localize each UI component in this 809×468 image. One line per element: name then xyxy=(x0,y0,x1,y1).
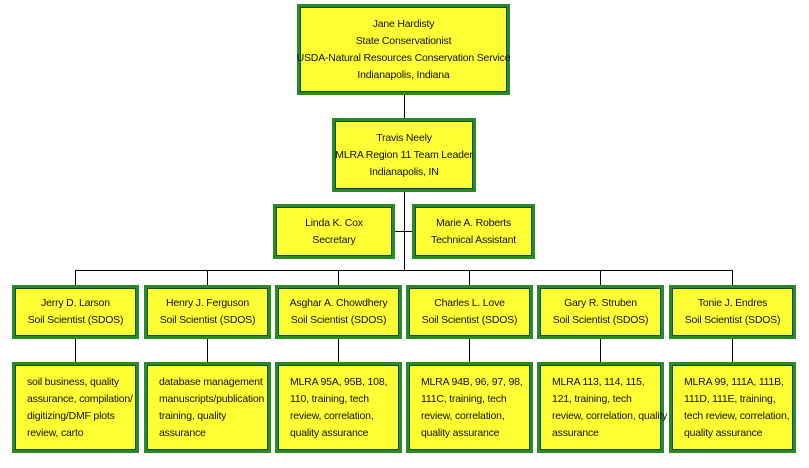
duty-line: review, correlation, xyxy=(290,409,374,422)
duty-line: review, correlation, quality xyxy=(552,409,668,422)
node-line: Soil Scientist (SDOS) xyxy=(684,314,781,326)
node-secretary: Linda K. Cox Secretary xyxy=(273,204,395,259)
duty-line: review, correlation, xyxy=(421,409,505,422)
duty-line: review, carto xyxy=(27,426,84,439)
node-duties-3: MLRA 95A, 95B, 108, 110, training, tech … xyxy=(275,362,402,453)
node-line: State Conservationist xyxy=(355,34,452,47)
node-scientist-6: Tonie J. Endres Soil Scientist (SDOS) xyxy=(669,285,796,339)
node-duties-1: soil business, quality assurance, compil… xyxy=(12,362,139,453)
node-line: Jane Hardisty xyxy=(372,17,435,30)
duty-line: assurance xyxy=(159,426,206,439)
node-line: Henry J. Ferguson xyxy=(166,297,249,309)
duty-line: tech review, correlation, xyxy=(684,409,790,422)
node-line: Tonie J. Endres xyxy=(697,297,768,309)
duty-line: training, quality xyxy=(159,409,227,422)
duty-line: MLRA 94B, 96, 97, 98, xyxy=(421,375,523,388)
node-line: Charles L. Love xyxy=(434,297,505,309)
node-scientist-1: Jerry D. Larson Soil Scientist (SDOS) xyxy=(12,285,139,339)
node-line: Indianapolis, IN xyxy=(369,165,439,178)
node-line: Soil Scientist (SDOS) xyxy=(290,314,387,326)
duty-line: quality assurance xyxy=(421,426,500,439)
node-team-leader: Travis Neely MLRA Region 11 Team Leader … xyxy=(332,118,476,192)
node-scientist-3: Asghar A. Chowdhery Soil Scientist (SDOS… xyxy=(275,285,402,339)
duty-line: 111C, training, tech xyxy=(421,392,507,405)
node-line: Soil Scientist (SDOS) xyxy=(159,314,256,326)
duty-line: assurance, compilation/ xyxy=(27,392,133,405)
node-line: USDA-Natural Resources Conservation Serv… xyxy=(296,51,511,64)
duty-line: quality assurance xyxy=(290,426,369,439)
duty-line: MLRA 95A, 95B, 108, xyxy=(290,375,388,388)
node-line: Jerry D. Larson xyxy=(41,297,110,309)
node-scientist-5: Gary R. Struben Soil Scientist (SDOS) xyxy=(537,285,664,339)
node-line: Soil Scientist (SDOS) xyxy=(552,314,649,326)
node-state-conservationist: Jane Hardisty State Conservationist USDA… xyxy=(296,4,511,95)
node-technical-assistant: Marie A. Roberts Technical Assistant xyxy=(412,204,535,259)
duty-line: quality assurance xyxy=(684,426,763,439)
duty-line: MLRA 99, 111A, 111B, xyxy=(684,375,784,388)
node-line: Secretary xyxy=(312,233,356,246)
node-line: Gary R. Struben xyxy=(564,297,637,309)
node-line: Marie A. Roberts xyxy=(436,216,511,229)
duty-line: digitizing/DMF plots xyxy=(27,409,115,422)
node-line: Asghar A. Chowdhery xyxy=(289,297,388,309)
node-line: Soil Scientist (SDOS) xyxy=(421,314,518,326)
duty-line: 110, training, tech xyxy=(290,392,369,405)
node-duties-5: MLRA 113, 114, 115, 121, training, tech … xyxy=(537,362,668,453)
node-line: Travis Neely xyxy=(376,131,432,144)
duty-line: MLRA 113, 114, 115, xyxy=(552,375,645,388)
node-line: Technical Assistant xyxy=(431,233,516,246)
node-line: MLRA Region 11 Team Leader xyxy=(335,148,473,161)
node-line: Linda K. Cox xyxy=(305,216,363,229)
node-duties-4: MLRA 94B, 96, 97, 98, 111C, training, te… xyxy=(406,362,533,453)
node-duties-2: database management manuscripts/publicat… xyxy=(144,362,271,453)
duty-line: 111D, 111E, training, xyxy=(684,392,776,405)
duty-line: manuscripts/publication xyxy=(159,392,265,405)
node-scientist-2: Henry J. Ferguson Soil Scientist (SDOS) xyxy=(144,285,271,339)
duty-line: 121, training, tech xyxy=(552,392,632,405)
node-line: Soil Scientist (SDOS) xyxy=(27,314,124,326)
duty-line: assurance xyxy=(552,426,599,439)
node-duties-6: MLRA 99, 111A, 111B, 111D, 111E, trainin… xyxy=(669,362,796,453)
duty-line: database management xyxy=(159,375,263,388)
node-scientist-4: Charles L. Love Soil Scientist (SDOS) xyxy=(406,285,533,339)
duty-line: soil business, quality xyxy=(27,375,119,388)
node-line: Indianapolis, Indiana xyxy=(357,68,450,81)
